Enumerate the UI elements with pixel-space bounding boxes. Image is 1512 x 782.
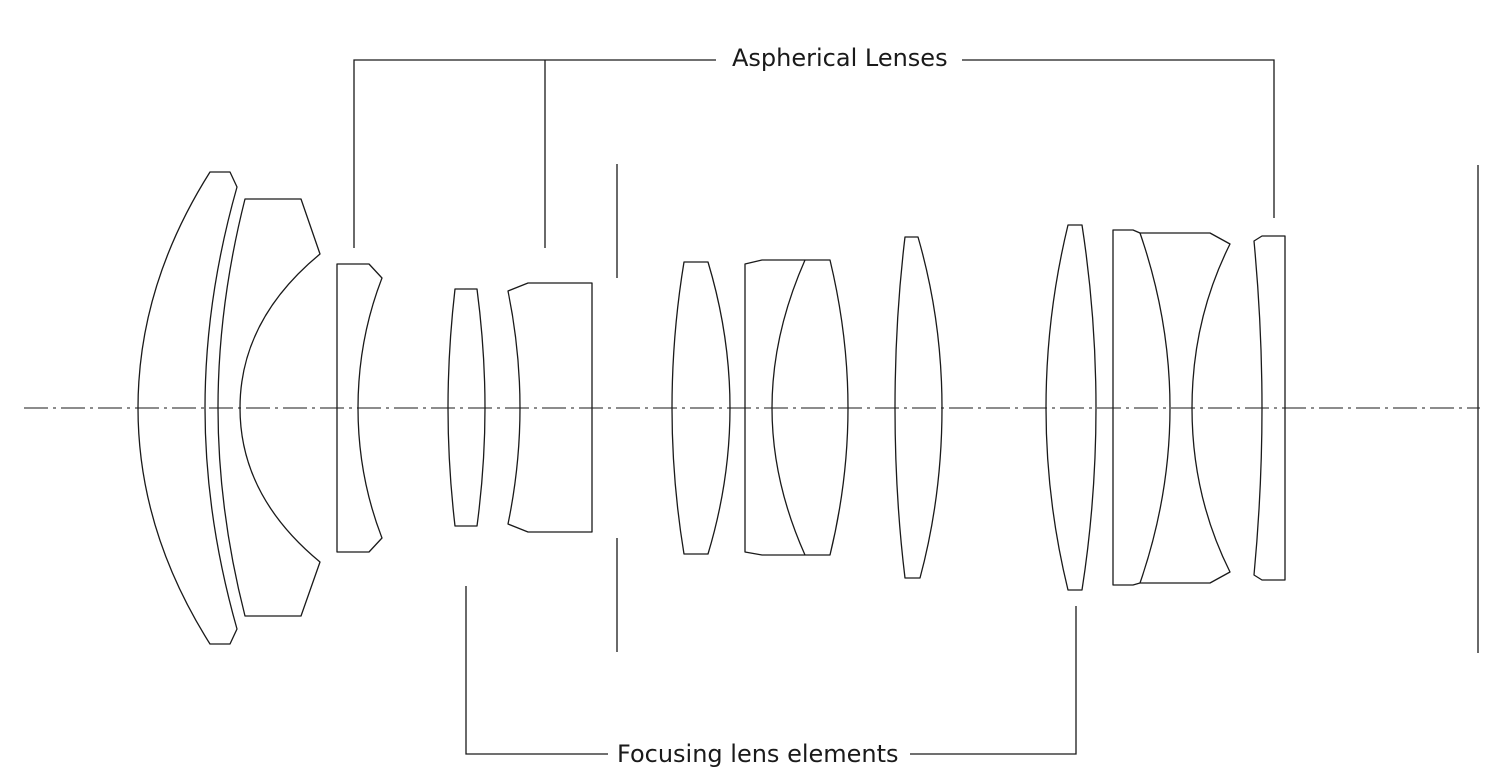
aspherical-bracket-right — [962, 59, 1275, 218]
lens-element-3-aspherical — [336, 263, 383, 553]
lens-element-1 — [137, 171, 238, 645]
focusing-lens-elements-label: Focusing lens elements — [613, 740, 903, 768]
lens-element-9-focusing — [1045, 224, 1097, 591]
focusing-bracket-left — [465, 586, 608, 755]
lens-element-11-aspherical — [1253, 235, 1286, 581]
lens-element-4 — [447, 288, 486, 527]
lens-element-10-doublet — [1112, 229, 1231, 586]
aspherical-bracket-left — [353, 59, 716, 248]
lens-element-5-aspherical — [507, 282, 593, 533]
lens-element-2 — [217, 198, 321, 617]
focusing-bracket-right — [910, 606, 1077, 755]
lens-element-7-cement-surface — [771, 259, 806, 556]
aspherical-lenses-label: Aspherical Lenses — [728, 44, 952, 72]
lens-element-10-cement-surface — [1139, 232, 1171, 584]
lens-element-6-focusing — [671, 261, 731, 555]
lens-element-7-doublet — [744, 259, 849, 556]
lens-element-8-focusing — [894, 236, 943, 579]
